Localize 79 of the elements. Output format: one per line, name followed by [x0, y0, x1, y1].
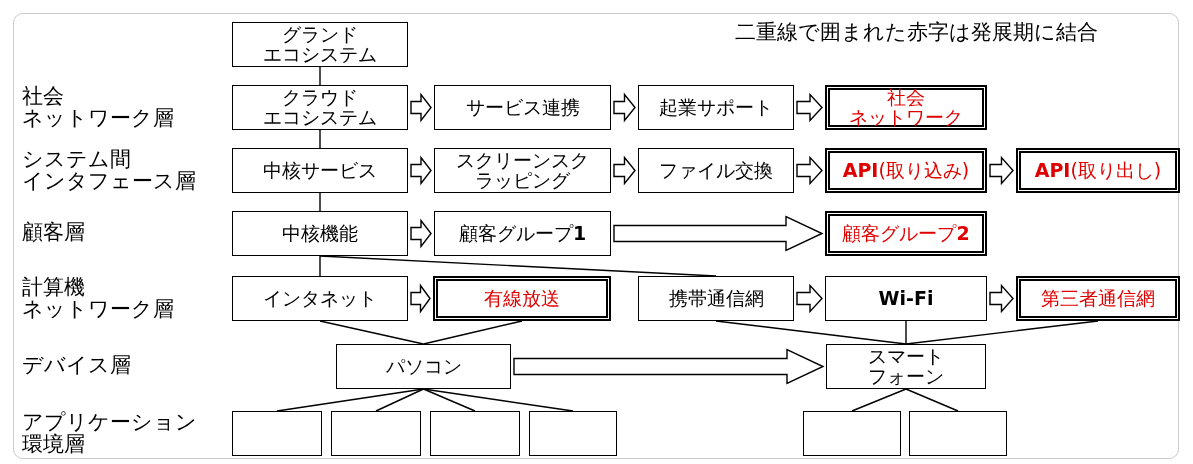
double-border-box	[1016, 276, 1180, 321]
layer-label: 計算機ネットワーク層	[22, 276, 174, 321]
box-label: ファイル交換	[659, 160, 773, 181]
process-box	[638, 276, 794, 321]
connector-line	[319, 255, 321, 277]
box-label: スマートフォーン	[868, 346, 944, 387]
connector-line	[375, 388, 425, 412]
double-border-box	[825, 211, 987, 256]
block-arrow	[613, 215, 824, 252]
connector-line	[905, 320, 907, 345]
connector-line	[851, 388, 907, 412]
process-box	[232, 276, 408, 321]
process-box	[826, 344, 986, 389]
box-label: 中核機能	[282, 223, 358, 244]
block-arrow	[410, 155, 432, 186]
empty-box	[909, 411, 1007, 456]
box-label: API(取り出し)	[1034, 160, 1162, 181]
box-label: Wi-Fi	[878, 288, 934, 309]
connector-line	[319, 192, 321, 212]
layer-label: デバイス層	[22, 354, 131, 377]
block-arrow	[796, 92, 823, 123]
process-box	[232, 211, 408, 256]
connector-line	[905, 320, 1099, 345]
box-label: パソコン	[385, 356, 462, 377]
box-label: インタネット	[263, 288, 377, 309]
empty-box	[331, 411, 421, 456]
box-label: 顧客グループ2	[842, 223, 970, 244]
empty-box	[529, 411, 617, 456]
block-arrow	[613, 92, 636, 123]
block-arrow	[796, 283, 823, 314]
layer-label: 顧客層	[22, 221, 85, 244]
process-box	[638, 148, 794, 193]
connector-line	[319, 320, 425, 345]
box-label: グランドエコシステム	[263, 24, 377, 65]
process-box	[232, 85, 408, 130]
box-label: 社会ネットワーク	[849, 87, 963, 128]
connector-line	[422, 388, 476, 412]
process-box	[825, 276, 987, 321]
connector-line	[319, 66, 321, 86]
double-border-box	[1016, 148, 1180, 193]
box-label: 中核サービス	[263, 160, 377, 181]
double-border-box	[825, 85, 987, 130]
process-box	[434, 148, 611, 193]
process-box	[232, 22, 408, 67]
process-box	[434, 211, 611, 256]
block-arrow	[989, 155, 1014, 186]
box-label: 顧客グループ1	[458, 223, 587, 244]
block-arrow	[410, 218, 432, 249]
box-label: スクリーンスクラッピング	[456, 150, 589, 191]
note-text: 二重線で囲まれた赤字は発展期に結合	[735, 21, 1098, 44]
empty-box	[232, 411, 322, 456]
box-label: 起業サポート	[659, 97, 773, 118]
connector-line	[905, 388, 959, 412]
block-arrow	[410, 92, 432, 123]
layer-label: システム間インタフェース層	[22, 148, 196, 193]
box-label: クラウドエコシステム	[263, 87, 377, 128]
double-border-box	[825, 148, 987, 193]
box-label: 有線放送	[484, 288, 560, 309]
empty-box	[430, 411, 520, 456]
process-box	[434, 85, 611, 130]
process-box	[638, 85, 794, 130]
connector-line	[715, 320, 907, 345]
block-arrow	[613, 155, 636, 186]
process-box	[232, 148, 408, 193]
box-label: API(取り込み)	[842, 160, 970, 181]
box-label: 第三者通信網	[1041, 288, 1155, 309]
connector-line	[422, 320, 523, 345]
box-label: 携帯通信網	[668, 288, 764, 309]
connector-line	[319, 129, 321, 149]
block-arrow	[989, 283, 1014, 314]
block-arrow	[513, 348, 825, 385]
block-arrow	[796, 155, 823, 186]
empty-box	[803, 411, 901, 456]
layer-label: 社会ネットワーク層	[22, 85, 174, 130]
box-label: サービス連携	[465, 97, 580, 118]
double-border-box	[433, 276, 611, 321]
layer-label: アプリケーション環境層	[22, 411, 197, 456]
block-arrow	[410, 283, 431, 314]
process-box	[336, 344, 511, 389]
